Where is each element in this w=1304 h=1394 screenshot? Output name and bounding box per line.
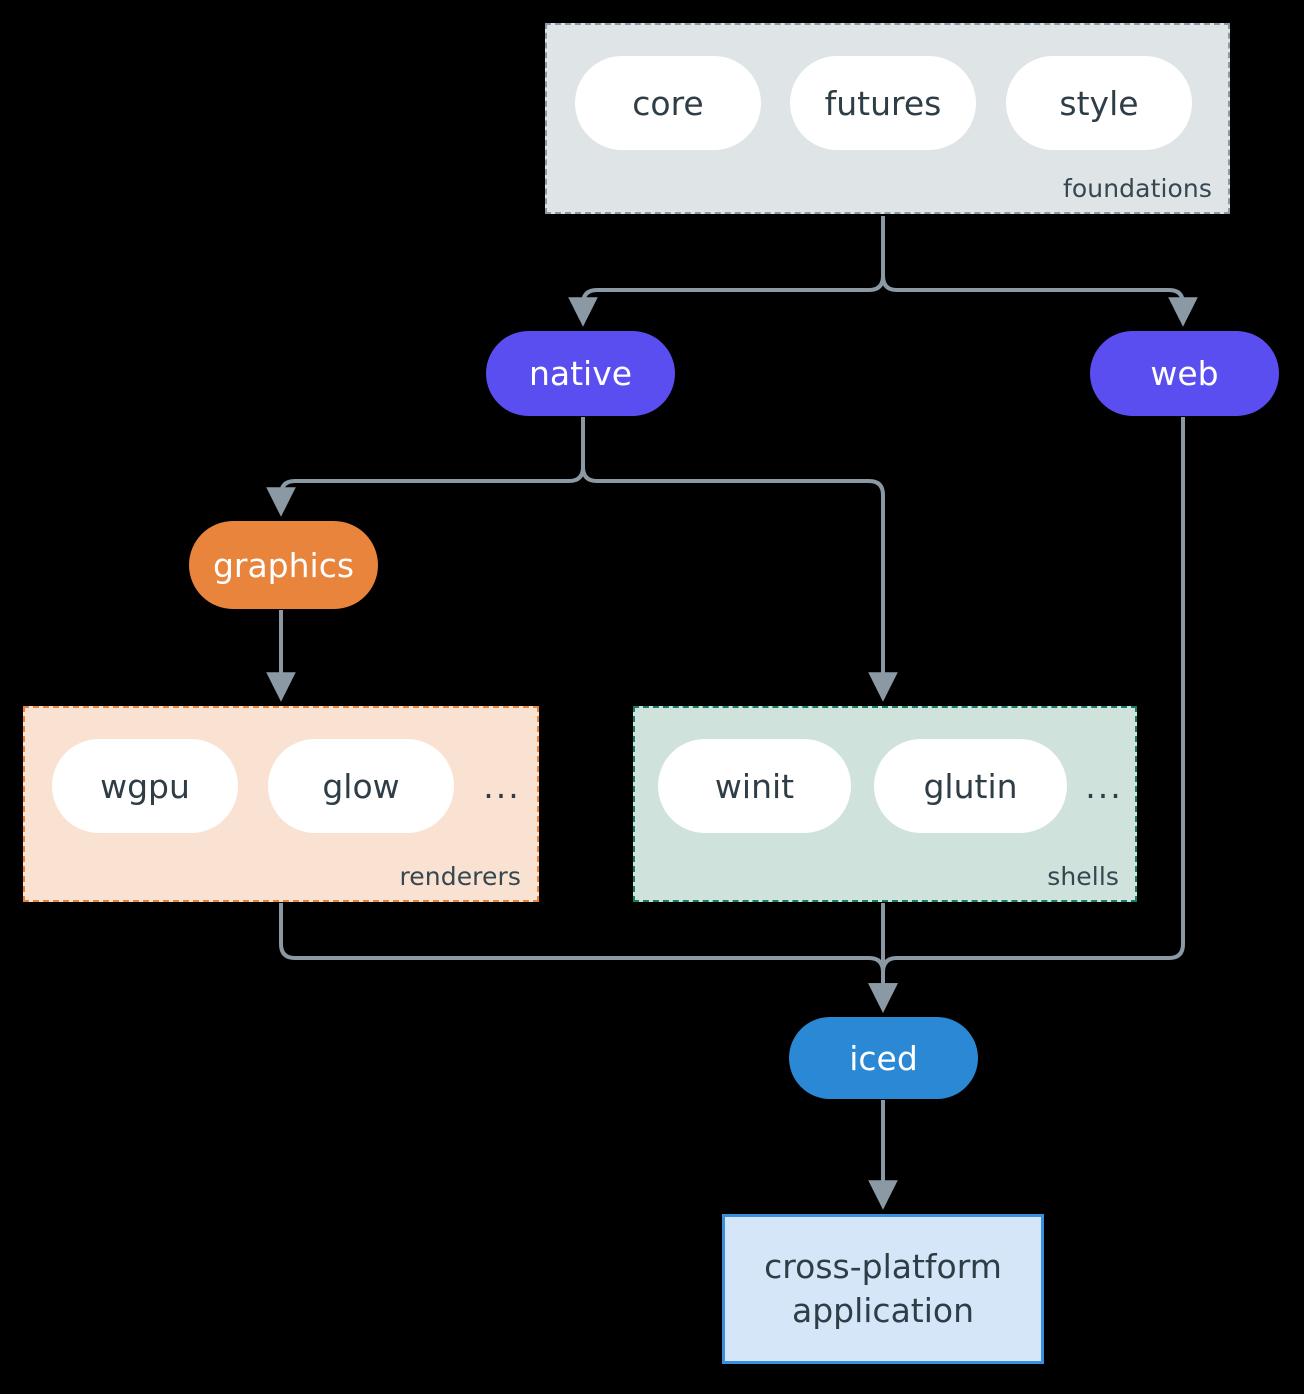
node-wgpu[interactable]: wgpu <box>52 739 238 833</box>
node-iced-label: iced <box>849 1038 918 1078</box>
node-application-label-line2: application <box>791 1291 975 1330</box>
shells-more-ellipsis: ... <box>1085 766 1123 806</box>
node-application[interactable]: cross-platform application <box>722 1214 1044 1364</box>
renderers-more-ellipsis: ... <box>483 766 521 806</box>
edge-native-to-graphics <box>266 417 585 517</box>
group-renderers[interactable]: wgpu glow ... renderers <box>23 706 539 902</box>
edge-foundations-to-native <box>568 216 885 327</box>
node-iced[interactable]: iced <box>789 1017 978 1099</box>
group-foundations-label: foundations <box>1063 174 1212 203</box>
edge-native-to-shells <box>581 417 898 702</box>
node-graphics-label: graphics <box>212 545 355 585</box>
node-core-label: core <box>632 83 704 123</box>
group-shells-label: shells <box>1047 862 1119 891</box>
node-futures[interactable]: futures <box>790 56 976 150</box>
group-renderers-label: renderers <box>399 862 521 891</box>
node-web[interactable]: web <box>1090 331 1279 416</box>
node-glow[interactable]: glow <box>268 739 454 833</box>
group-shells[interactable]: winit glutin ... shells <box>633 706 1137 902</box>
node-style[interactable]: style <box>1006 56 1192 150</box>
node-native[interactable]: native <box>486 331 675 416</box>
node-glow-label: glow <box>322 766 400 806</box>
node-glutin-label: glutin <box>923 766 1018 806</box>
node-web-label: web <box>1150 354 1219 393</box>
edge-foundations-to-web <box>881 216 1198 327</box>
node-glutin[interactable]: glutin <box>874 739 1067 833</box>
node-winit[interactable]: winit <box>658 739 851 833</box>
node-application-label-line1: cross-platform <box>764 1247 1002 1287</box>
node-graphics[interactable]: graphics <box>189 521 378 609</box>
node-winit-label: winit <box>714 766 795 806</box>
node-core[interactable]: core <box>575 56 761 150</box>
node-wgpu-label: wgpu <box>100 766 190 806</box>
edge-renderers-to-iced <box>279 903 898 1013</box>
node-native-label: native <box>528 354 633 393</box>
group-foundations[interactable]: core futures style foundations <box>545 23 1230 214</box>
node-futures-label: futures <box>824 83 942 123</box>
node-style-label: style <box>1059 83 1139 123</box>
